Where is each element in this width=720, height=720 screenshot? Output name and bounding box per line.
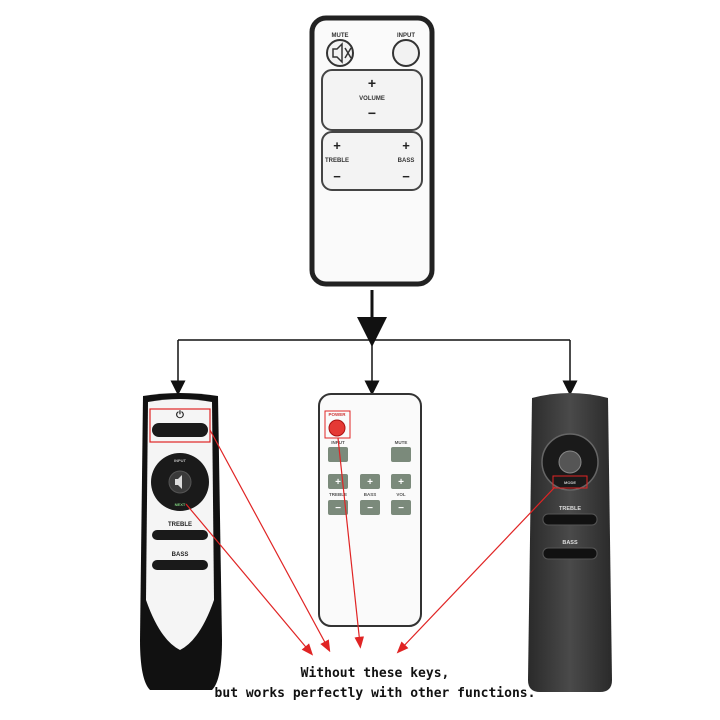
treble-down-button[interactable]: [328, 500, 348, 515]
svg-text:−: −: [335, 503, 341, 514]
power-highlight-box: [149, 408, 211, 443]
mute-label: MUTE: [332, 33, 349, 39]
input-button[interactable]: [392, 39, 420, 67]
top-remote: MUTE INPUT + VOLUME − + TREBLE − + BASS …: [309, 15, 435, 287]
input-button[interactable]: [328, 447, 348, 462]
tone-panel: [321, 131, 423, 191]
power-icon: ⏻: [176, 409, 184, 421]
svg-text:+: +: [367, 477, 373, 488]
caption-line-1: Without these keys,: [300, 666, 450, 681]
treble-up-button[interactable]: +: [333, 138, 341, 153]
bass-rocker[interactable]: [152, 560, 208, 570]
treble-down-button[interactable]: −: [333, 169, 341, 184]
bass-down-button[interactable]: −: [402, 169, 410, 184]
vol-up-button[interactable]: [391, 474, 411, 489]
bass-label: BASS: [398, 158, 415, 164]
treble-label: TREBLE: [168, 522, 192, 528]
svg-text:−: −: [398, 503, 404, 514]
mode-highlight-box: [552, 475, 588, 489]
treble-label: TREBLE: [559, 506, 581, 512]
input-label: INPUT: [397, 33, 415, 39]
bass-label: BASS: [562, 540, 578, 546]
treble-rocker[interactable]: [542, 513, 598, 526]
treble-label: TREBLE: [325, 158, 349, 164]
middle-remote: POWER INPUT MUTE TREBLE BASS VOL +++ −−−: [318, 393, 422, 627]
power-button[interactable]: [152, 423, 208, 437]
svg-text:+: +: [398, 477, 404, 488]
center-button[interactable]: [558, 450, 582, 474]
mode-label: MODE: [564, 480, 576, 485]
left-remote: ⏻ INPUT NEXT TREBLE BASS: [140, 393, 222, 690]
caption-line-2: but works perfectly with other functions…: [214, 686, 536, 701]
mute-button[interactable]: [326, 39, 354, 67]
next-label: NEXT: [175, 502, 186, 507]
volume-down-button[interactable]: −: [368, 105, 376, 121]
mute-button[interactable]: [391, 447, 411, 462]
volume-label: VOLUME: [359, 96, 385, 102]
vol-down-button[interactable]: [391, 500, 411, 515]
connector-arrows: [170, 290, 578, 396]
treble-label: TREBLE: [329, 492, 347, 497]
input-label: INPUT: [174, 458, 187, 463]
red-pointer-arrows: [185, 429, 556, 656]
speaker-mute-icon: [332, 42, 352, 64]
bass-down-button[interactable]: [360, 500, 380, 515]
power-highlight-box: [324, 410, 351, 439]
volume-panel: [321, 69, 423, 131]
svg-text:+: +: [335, 477, 341, 488]
power-label: POWER: [328, 412, 346, 417]
bass-label: BASS: [364, 492, 377, 497]
bass-label: BASS: [172, 552, 189, 558]
treble-rocker[interactable]: [152, 530, 208, 540]
speaker-icon: [175, 475, 182, 489]
vol-label: VOL: [396, 492, 406, 497]
bass-rocker[interactable]: [542, 547, 598, 560]
bass-up-button[interactable]: [360, 474, 380, 489]
volume-up-button[interactable]: +: [368, 75, 376, 91]
power-button[interactable]: [328, 419, 346, 437]
right-remote: MODE TREBLE BASS: [528, 393, 612, 692]
svg-text:−: −: [367, 503, 373, 514]
mute-label: MUTE: [395, 440, 408, 445]
bass-up-button[interactable]: +: [402, 138, 410, 153]
